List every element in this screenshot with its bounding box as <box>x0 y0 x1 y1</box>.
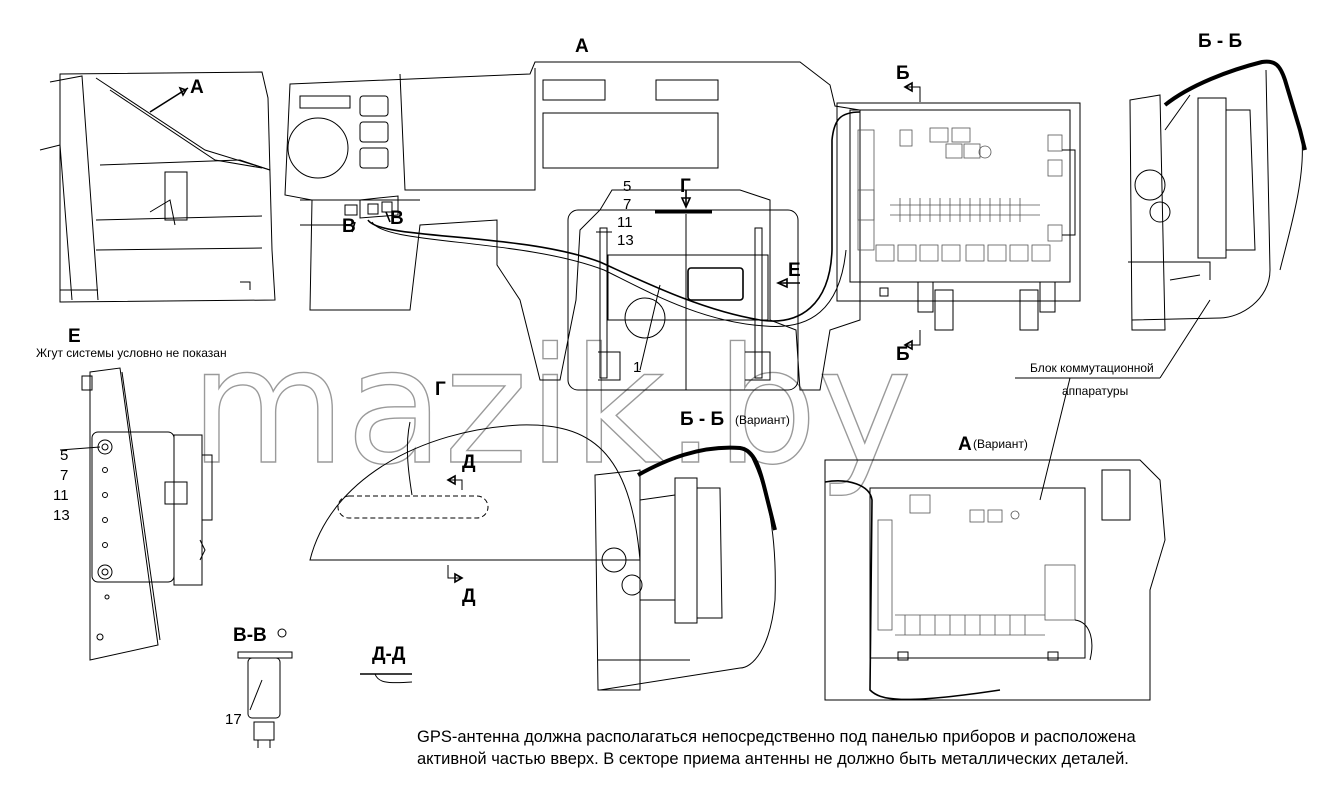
view-e-arrow-label: Е <box>788 260 801 281</box>
control-unit-label-2: аппаратуры <box>1062 384 1128 398</box>
callout-13: 13 <box>617 232 634 249</box>
section-dd-label: Д-Д <box>372 644 406 665</box>
section-bb-variant-label: Б - Б <box>680 409 724 430</box>
section-vv-view <box>237 628 293 748</box>
view-e-label: Е <box>68 326 81 347</box>
section-v-label-1: В <box>342 216 356 237</box>
section-d-top-label: Д <box>462 452 476 473</box>
watermark: mazik.by <box>190 313 912 500</box>
view-g-antenna <box>309 421 641 584</box>
callout-7: 7 <box>623 196 631 213</box>
section-bb-variant-note: (Вариант) <box>735 413 790 427</box>
view-g-arrow-label: Г <box>680 176 691 197</box>
view-a-variant-label: А <box>958 434 972 455</box>
harness-note: Жгут системы условно не показан <box>36 346 227 360</box>
section-vv-label: В-В <box>233 625 267 646</box>
left-callout-7: 7 <box>60 467 68 484</box>
section-dd-view <box>360 673 413 684</box>
installation-note: GPS-антенна должна располагаться непосре… <box>417 726 1297 770</box>
view-a-label-left: А <box>190 77 204 98</box>
view-e-bracket <box>59 367 213 661</box>
left-callout-5: 5 <box>60 447 68 464</box>
section-v-label-2: В <box>390 208 404 229</box>
control-unit-box <box>836 102 1081 331</box>
section-bb-arrow-top <box>905 86 921 102</box>
part-1-label: 1 <box>633 359 641 376</box>
view-a-label: А <box>575 36 589 57</box>
cab-side-view <box>39 71 276 303</box>
view-a-variant-note: (Вариант) <box>973 437 1028 451</box>
view-g-label: Г <box>435 379 446 400</box>
dashboard-view <box>284 61 861 391</box>
left-callout-13: 13 <box>53 507 70 524</box>
installation-note-line-2: активной частью вверх. В секторе приема … <box>417 750 1129 768</box>
callout-5: 5 <box>623 178 631 195</box>
part-17-label: 17 <box>225 711 242 728</box>
section-bb-label: Б - Б <box>1198 31 1242 52</box>
control-unit-label: Блок коммутационной <box>1030 361 1154 375</box>
view-a-variant <box>824 459 1166 701</box>
section-bb-view <box>1128 59 1307 331</box>
section-b-bottom-label: Б <box>896 344 910 365</box>
callout-11: 11 <box>617 214 633 231</box>
installation-note-line-1: GPS-антенна должна располагаться непосре… <box>417 728 1136 746</box>
section-b-top-label: Б <box>896 63 910 84</box>
left-callout-11: 11 <box>53 487 69 504</box>
section-d-bottom-label: Д <box>462 586 476 607</box>
section-bb-variant-view <box>594 445 777 691</box>
